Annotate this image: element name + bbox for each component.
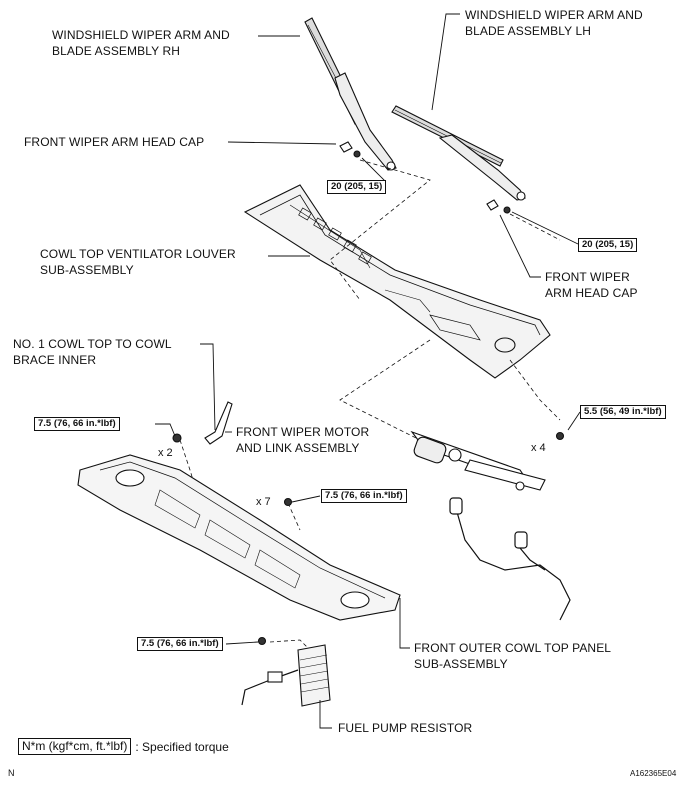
legend-text: : Specified torque: [135, 739, 229, 754]
wiper-motor-illustration: [410, 430, 546, 491]
head-cap-right-icon: [486, 199, 499, 211]
fuel-pump-resistor-illustration: [241, 644, 331, 707]
label-wiper-lh: WINDSHIELD WIPER ARM AND BLADE ASSEMBLY …: [465, 8, 643, 38]
label-wiper-rh: WINDSHIELD WIPER ARM AND BLADE ASSEMBLY …: [52, 28, 230, 58]
nut-rh-icon: [353, 150, 361, 158]
figure-code: A162365E04: [630, 769, 677, 778]
quantity-panel: x 7: [256, 496, 271, 508]
wiper-lh-illustration: [391, 105, 526, 201]
label-outer-cowl-panel: FRONT OUTER COWL TOP PANEL SUB-ASSEMBLY: [414, 641, 612, 671]
label-cowl-louver: COWL TOP VENTILATOR LOUVER SUB-ASSEMBLY: [40, 247, 236, 277]
bolt-panel-icon: [283, 497, 293, 507]
legend-unit-box: N*m (kgf*cm, ft.*lbf): [18, 738, 132, 755]
head-cap-left-icon: [339, 141, 353, 153]
corner-mark-left: N: [8, 768, 15, 778]
label-head-cap-right: FRONT WIPER ARM HEAD CAP: [545, 270, 638, 300]
bolt-resistor-icon: [257, 636, 267, 646]
legend: N*m (kgf*cm, ft.*lbf) : Specified torque: [18, 738, 229, 755]
bolt-motor-icon: [555, 431, 565, 441]
label-fuel-pump-resistor: FUEL PUMP RESISTOR: [338, 721, 473, 735]
torque-arm-lh: 20 (205, 15): [578, 238, 638, 252]
quantity-brace: x 2: [158, 447, 173, 459]
label-brace-inner: NO. 1 COWL TOP TO COWL BRACE INNER: [13, 337, 172, 367]
torque-resistor: 7.5 (76, 66 in.*lbf): [137, 637, 223, 651]
quantity-motor: x 4: [531, 442, 546, 454]
torque-brace: 7.5 (76, 66 in.*lbf): [34, 417, 120, 431]
outer-cowl-panel-illustration: [77, 454, 401, 621]
nut-lh-icon: [503, 206, 511, 214]
harness-illustration: [449, 497, 571, 621]
torque-panel: 7.5 (76, 66 in.*lbf): [321, 489, 407, 503]
label-wiper-motor: FRONT WIPER MOTOR AND LINK ASSEMBLY: [236, 425, 370, 455]
brace-illustration: [204, 401, 233, 445]
cowl-louver-illustration: [243, 184, 551, 379]
torque-motor: 5.5 (56, 49 in.*lbf): [580, 405, 666, 419]
torque-arm-rh: 20 (205, 15): [327, 180, 387, 194]
label-head-cap-left: FRONT WIPER ARM HEAD CAP: [24, 135, 205, 149]
wiper-rh-illustration: [304, 17, 397, 171]
